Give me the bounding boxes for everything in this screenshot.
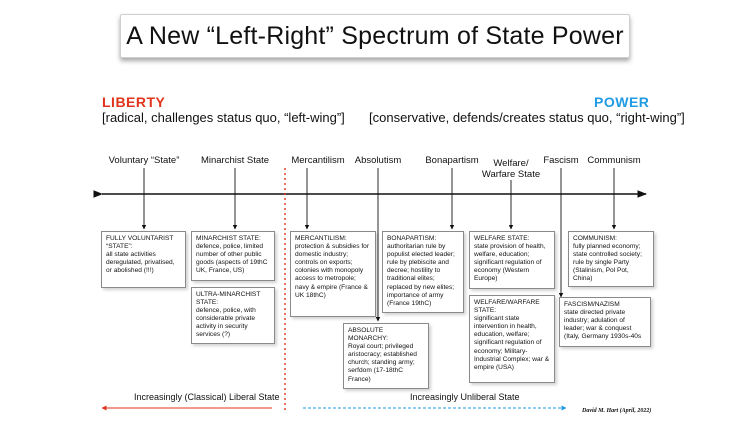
label-voluntary-state: Voluntary “State” — [108, 155, 180, 166]
liberty-label: LIBERTY — [102, 94, 166, 110]
box-body: authoritarian rule by populist elected l… — [387, 243, 455, 307]
box-title: ABSOLUTE MONARCHY: — [348, 327, 388, 343]
label-fascism: Fascism — [543, 155, 579, 166]
box-title: FULLY VOLUNTARIST “STATE”: — [106, 235, 174, 251]
power-label: POWER — [594, 94, 650, 110]
label-absolutism: Absolutism — [354, 155, 402, 166]
box-body: state directed private industry; adulati… — [564, 309, 642, 341]
box-ultra-minarchist: ULTRA-MINARCHIST STATE: defence, police,… — [191, 287, 275, 344]
box-body: all state activities deregulated, privat… — [106, 251, 175, 275]
box-absolute-monarchy: ABSOLUTE MONARCHY: Royal court; privileg… — [343, 323, 429, 389]
label-welfare: Welfare/ — [493, 158, 529, 169]
box-body: defence, police, with considerable priva… — [196, 307, 256, 339]
page-title: A New “Left-Right” Spectrum of State Pow… — [126, 21, 624, 50]
box-fascism-nazism: FASCISM/NAZISM state directed private in… — [559, 297, 651, 347]
box-title: WELFARE/WARFARE STATE: — [474, 299, 540, 315]
label-communism: Communism — [587, 155, 641, 166]
power-subtitle: [conservative, defends/creates status qu… — [369, 110, 685, 125]
box-title: ULTRA-MINARCHIST STATE: — [196, 291, 261, 307]
box-title: COMMUNISM: — [573, 235, 617, 242]
box-title: WELFARE STATE: — [474, 235, 530, 242]
label-bonapartism: Bonapartism — [425, 155, 479, 166]
box-communism: COMMUNISM: fully planned economy; state … — [568, 231, 654, 287]
box-title: MERCANTILISM: — [295, 235, 347, 242]
box-body: Royal court; privileged aristocracy; est… — [348, 343, 417, 383]
label-minarchist-state: Minarchist State — [200, 155, 270, 166]
box-body: protection & subsidies for domestic indu… — [295, 243, 370, 299]
box-body: significant state intervention in health… — [474, 315, 550, 371]
box-minarchist: MINARCHIST STATE: defence, police, limit… — [191, 231, 275, 281]
box-body: fully planned economy; state controlled … — [573, 243, 642, 283]
liberal-state-label: Increasingly (Classical) Liberal State — [134, 392, 280, 402]
box-welfare-state: WELFARE STATE: state provision of health… — [469, 231, 555, 289]
box-title: BONAPARTISM: — [387, 235, 437, 242]
label-warfare-state: Warfare State — [481, 169, 541, 180]
box-body: state provision of health, welfare, educ… — [474, 243, 546, 283]
box-welfare-warfare-state: WELFARE/WARFARE STATE: significant state… — [469, 295, 555, 383]
unliberal-state-label: Increasingly Unliberal State — [410, 392, 520, 402]
liberty-subtitle: [radical, challenges status quo, “left-w… — [102, 110, 345, 125]
box-body: defence, police, limited number of other… — [196, 243, 268, 275]
box-fully-voluntarist: FULLY VOLUNTARIST “STATE”: all state act… — [101, 231, 186, 288]
author-credit: David M. Hart (April, 2022) — [582, 408, 652, 414]
box-bonapartism: BONAPARTISM: authoritarian rule by popul… — [382, 231, 464, 313]
title-box: A New “Left-Right” Spectrum of State Pow… — [120, 14, 630, 58]
box-mercantilism: MERCANTILISM: protection & subsidies for… — [290, 231, 376, 317]
label-mercantilism: Mercantilism — [291, 155, 345, 166]
box-title: MINARCHIST STATE: — [196, 235, 261, 242]
box-title: FASCISM/NAZISM — [564, 301, 620, 308]
